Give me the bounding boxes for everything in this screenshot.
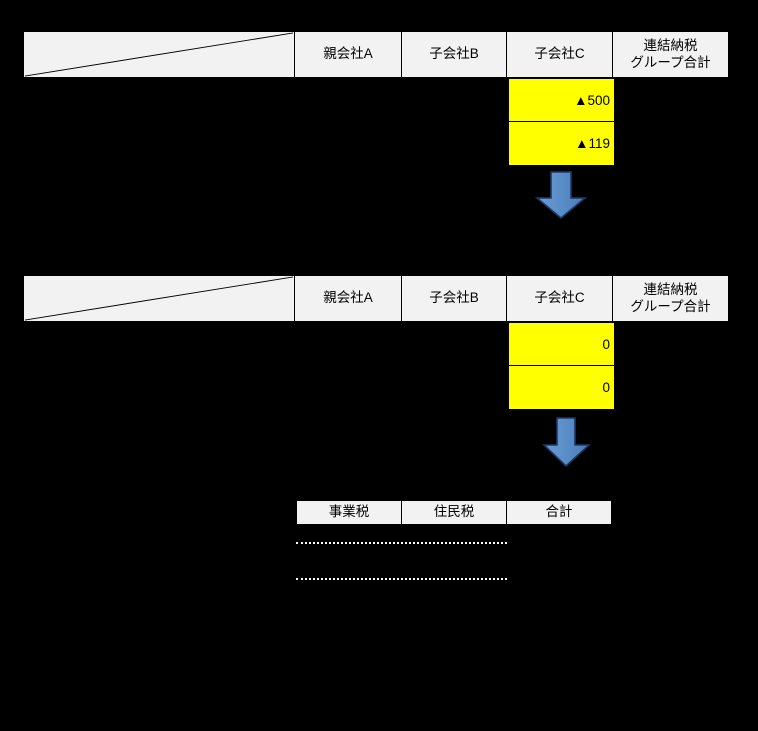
after-row2-sub-c-value: 0 xyxy=(508,365,615,410)
before-row1-sub-c-value: ▲500 xyxy=(508,78,615,122)
tax-breakdown-dotted-row-1 xyxy=(296,542,507,544)
tax-breakdown-table: 事業税 住民税 合計 xyxy=(296,500,614,585)
column-header-sub-b: 子会社B xyxy=(401,275,507,322)
diagonal-slash-icon xyxy=(24,32,294,77)
column-header-parent-a: 親会社A xyxy=(294,275,402,322)
table-corner-cell xyxy=(23,31,295,78)
column-header-parent-a: 親会社A xyxy=(294,31,402,78)
down-arrow-2 xyxy=(542,417,591,467)
tax-breakdown-dotted-row-2 xyxy=(296,578,507,580)
table-corner-cell xyxy=(23,275,295,322)
column-header-resident-tax: 住民税 xyxy=(401,500,507,525)
column-header-consolidated-total: 連結納税 グループ合計 xyxy=(612,275,729,322)
column-header-sub-c: 子会社C xyxy=(506,275,613,322)
tax-breakdown-header-row: 事業税 住民税 合計 xyxy=(296,500,614,525)
column-header-sub-b: 子会社B xyxy=(401,31,507,78)
column-header-total: 合計 xyxy=(506,500,612,525)
before-row2-sub-c-value: ▲119 xyxy=(508,121,615,166)
column-header-enterprise-tax: 事業税 xyxy=(296,500,402,525)
column-header-sub-c: 子会社C xyxy=(506,31,613,78)
diagonal-slash-icon xyxy=(24,276,294,321)
column-header-consolidated-total: 連結納税 グループ合計 xyxy=(612,31,729,78)
after-table: 親会社A 子会社B 子会社C 連結納税 グループ合計 0 0 xyxy=(23,275,730,410)
before-table: 親会社A 子会社B 子会社C 連結納税 グループ合計 ▲500 ▲119 xyxy=(23,31,730,166)
arrow-down-icon xyxy=(542,417,591,467)
down-arrow-1 xyxy=(535,171,587,219)
after-table-header-row: 親会社A 子会社B 子会社C 連結納税 グループ合計 xyxy=(23,275,730,322)
after-row1-sub-c-value: 0 xyxy=(508,322,615,366)
before-table-header-row: 親会社A 子会社B 子会社C 連結納税 グループ合計 xyxy=(23,31,730,78)
arrow-down-icon xyxy=(535,171,587,219)
